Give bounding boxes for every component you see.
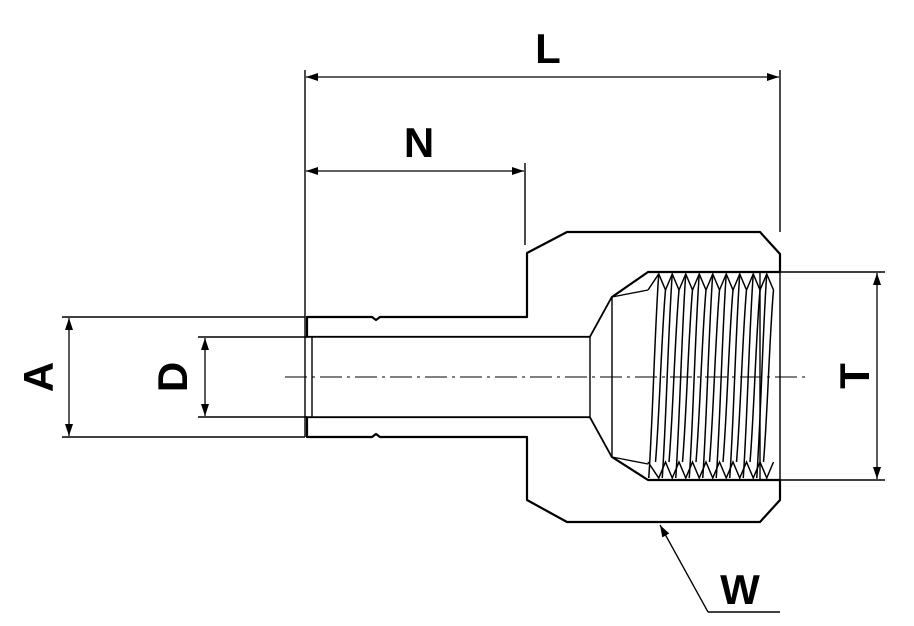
thread-root-line [762, 289, 775, 463]
thread-line [729, 273, 741, 479]
dimension-t: T [760, 271, 885, 481]
dimension-d: D [149, 336, 307, 418]
thread-line [715, 273, 727, 479]
dimension-l: L [304, 25, 781, 437]
thread-root-line [695, 289, 707, 463]
thread-section [647, 272, 781, 480]
label-a: A [15, 362, 62, 392]
thread-line [688, 273, 700, 479]
thread-line [742, 273, 754, 479]
thread-root-line [681, 289, 694, 463]
thread-root-line [654, 289, 667, 463]
thread-root-line [735, 289, 748, 463]
label-w: W [720, 566, 760, 613]
thread-root-line [722, 289, 734, 463]
thread-line [661, 273, 673, 479]
thread-line [675, 273, 687, 479]
label-l: L [535, 25, 561, 72]
thread-profile [647, 460, 775, 480]
thread-line [702, 273, 714, 479]
bore [307, 337, 590, 417]
dimension-n: N [306, 119, 526, 245]
label-d: D [149, 362, 196, 392]
thread-root-line [668, 289, 680, 463]
thread-line [756, 273, 768, 479]
thread-root-line [708, 289, 721, 463]
label-n: N [404, 119, 434, 166]
thread-line [648, 273, 660, 479]
dimension-a: A [15, 316, 305, 438]
leader-w: W [659, 524, 780, 613]
thread-profile [647, 272, 775, 292]
thread-root-line [749, 289, 761, 463]
label-t: T [831, 363, 878, 389]
fitting-interior [307, 289, 649, 465]
